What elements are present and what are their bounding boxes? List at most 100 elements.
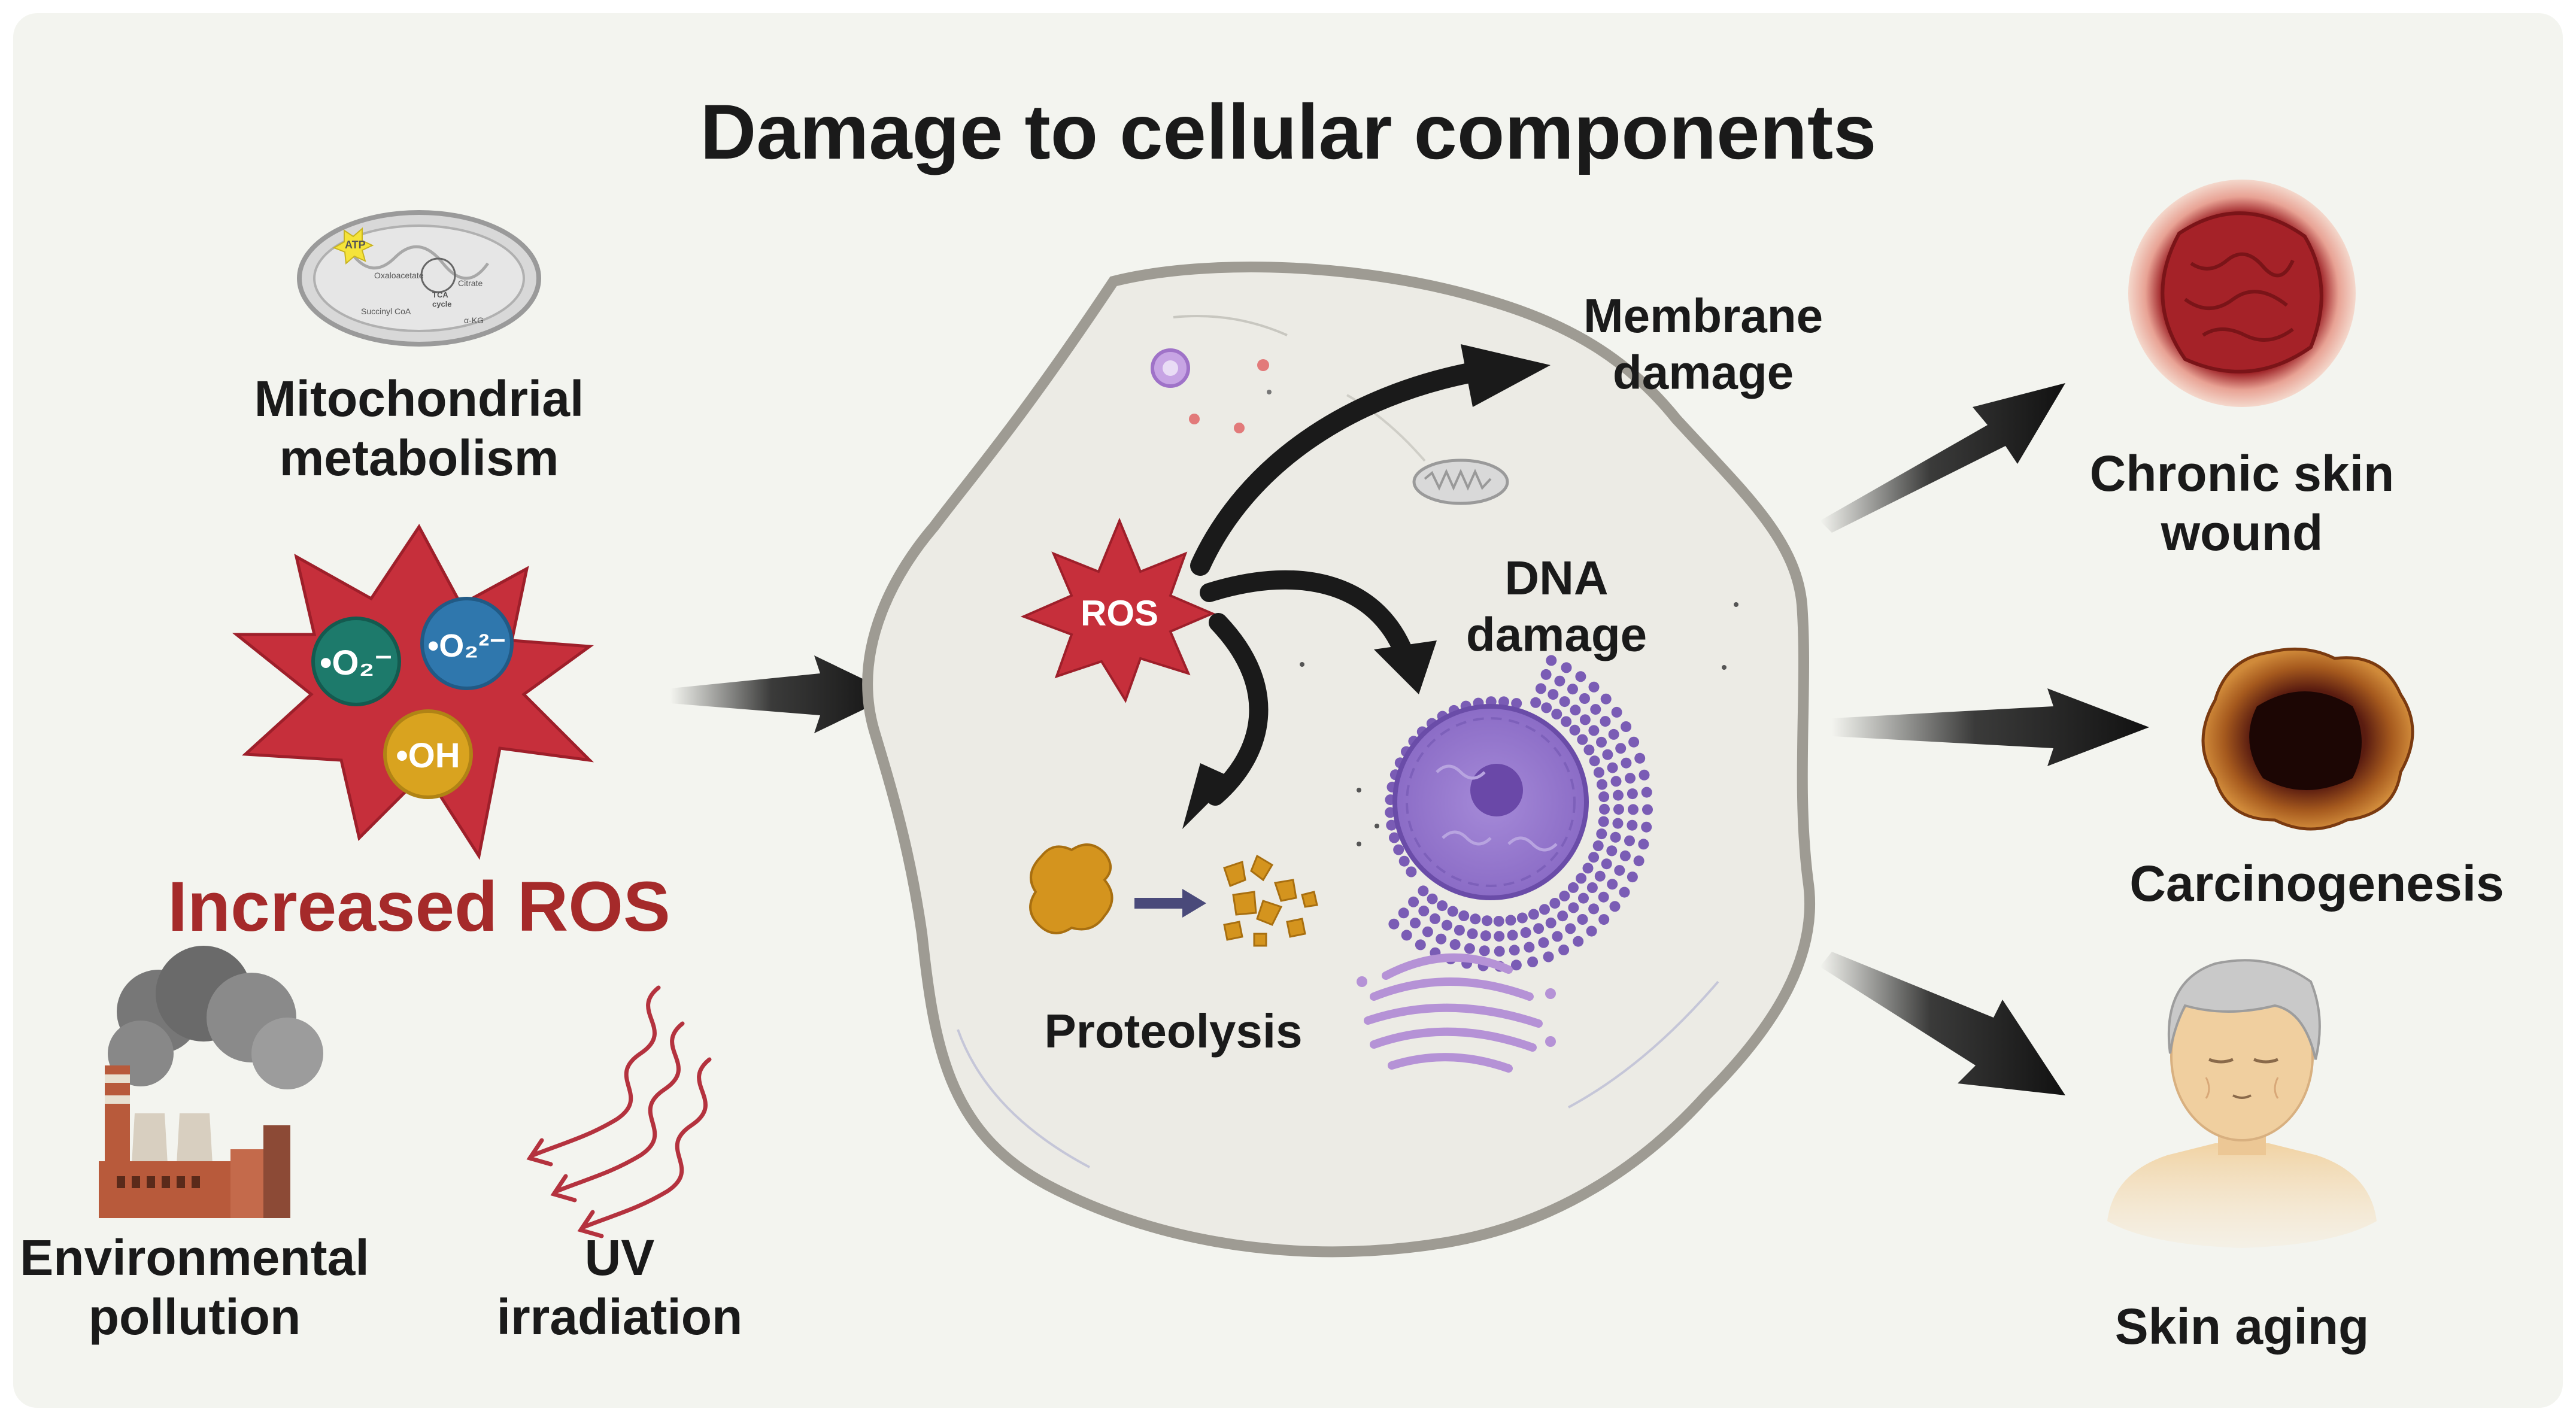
er-bead [1624, 835, 1635, 846]
er-bead [1494, 931, 1505, 942]
hydroxyl-circle [383, 709, 473, 799]
er-bead [1608, 728, 1619, 740]
mito-akg-label: α-KG [464, 315, 484, 325]
arrow-sources-to-cell [670, 655, 895, 733]
ros-starburst-icon: •O₂⁻ •O₂²⁻ •OH [232, 524, 594, 860]
arrow-to-skin-aging [1820, 952, 2065, 1095]
er-bead [1601, 858, 1612, 870]
er-bead [1552, 931, 1563, 942]
er-bead [1558, 945, 1570, 955]
er-bead [1628, 804, 1639, 815]
er-bead [1398, 855, 1410, 867]
er-bead [1541, 702, 1552, 713]
factory-icon [99, 946, 323, 1218]
er-bead [1467, 928, 1478, 939]
er-bead [1406, 866, 1417, 878]
er-bead [1520, 927, 1531, 938]
tumor-icon [2201, 647, 2414, 831]
er-bead [1559, 696, 1570, 708]
ros-badge-label: ROS [1081, 593, 1158, 633]
er-bead [1386, 819, 1397, 831]
er-bead [1641, 787, 1652, 798]
hydroxyl-label: •OH [396, 736, 460, 775]
er-bead [1602, 749, 1613, 760]
er-bead [1588, 852, 1600, 863]
er-bead [1583, 744, 1595, 755]
er-bead [1507, 930, 1518, 941]
er-bead [1606, 845, 1618, 857]
er-bead [1408, 896, 1419, 907]
er-bead [1588, 725, 1600, 736]
er-bead [1582, 863, 1594, 874]
er-bead [1510, 960, 1522, 971]
er-bead [1565, 923, 1576, 934]
er-bead [1596, 736, 1607, 748]
elderly-person-icon [2107, 959, 2377, 1248]
er-bead [1530, 697, 1542, 708]
er-bead [1599, 803, 1610, 815]
protein-icon [1029, 843, 1113, 934]
er-bead [1568, 902, 1579, 913]
er-bead [1554, 675, 1565, 687]
er-bead [1540, 669, 1552, 680]
er-bead [1573, 936, 1584, 947]
er-bead [1545, 917, 1556, 928]
label-carcinogenesis: Carcinogenesis [2129, 855, 2504, 912]
er-bead [1543, 951, 1554, 962]
uv-rays-icon [526, 985, 712, 1238]
er-bead [1610, 776, 1622, 787]
er-bead [1559, 890, 1570, 901]
arrow-to-carcinogenesis [1832, 688, 2149, 766]
er-bead [1638, 839, 1649, 850]
mito-atp-label: ATP [345, 239, 366, 251]
er-bead [1586, 925, 1597, 937]
superoxide-circle [311, 617, 401, 706]
er-bead [1627, 819, 1638, 831]
er-bead [1598, 816, 1609, 827]
er-bead [1575, 671, 1586, 682]
er-bead [1578, 892, 1589, 904]
er-bead [1480, 930, 1491, 942]
er-bead [1454, 925, 1465, 936]
er-bead [1579, 693, 1590, 704]
er-bead [1576, 873, 1587, 884]
diagram-title: Damage to cellular components [700, 88, 1877, 175]
er-bead [1612, 818, 1624, 829]
er-bead [1641, 821, 1652, 833]
er-bead [1609, 901, 1621, 912]
proteolysis-arrow-icon [1134, 889, 1206, 918]
er-bead [1388, 918, 1400, 930]
er-bead [1593, 767, 1604, 778]
er-bead [1567, 684, 1578, 695]
er-bead [1598, 891, 1609, 903]
er-bead [1642, 804, 1653, 815]
er-bead [1398, 907, 1409, 919]
er-bead [1570, 705, 1581, 716]
er-bead [1594, 870, 1606, 882]
er-bead [1619, 850, 1631, 861]
er-bead [1586, 882, 1598, 893]
er-bead [1610, 831, 1621, 843]
er-bead [1611, 706, 1622, 718]
er-bead [1505, 915, 1516, 926]
er-bead [1539, 904, 1550, 915]
er-bead [1479, 945, 1490, 957]
er-bead [1590, 704, 1601, 715]
er-bead [1592, 840, 1604, 851]
er-bead [1427, 893, 1438, 904]
peroxide-circle [420, 597, 514, 690]
er-bead [1628, 736, 1640, 748]
arrow-to-chronic-wound [1820, 383, 2065, 533]
er-bead [1627, 872, 1638, 883]
er-bead [1561, 662, 1572, 673]
er-bead [1449, 939, 1461, 950]
er-bead [1613, 790, 1624, 801]
er-bead [1401, 930, 1412, 941]
er-bead [1577, 734, 1588, 745]
er-bead [1524, 942, 1535, 953]
er-bead [1527, 957, 1539, 967]
